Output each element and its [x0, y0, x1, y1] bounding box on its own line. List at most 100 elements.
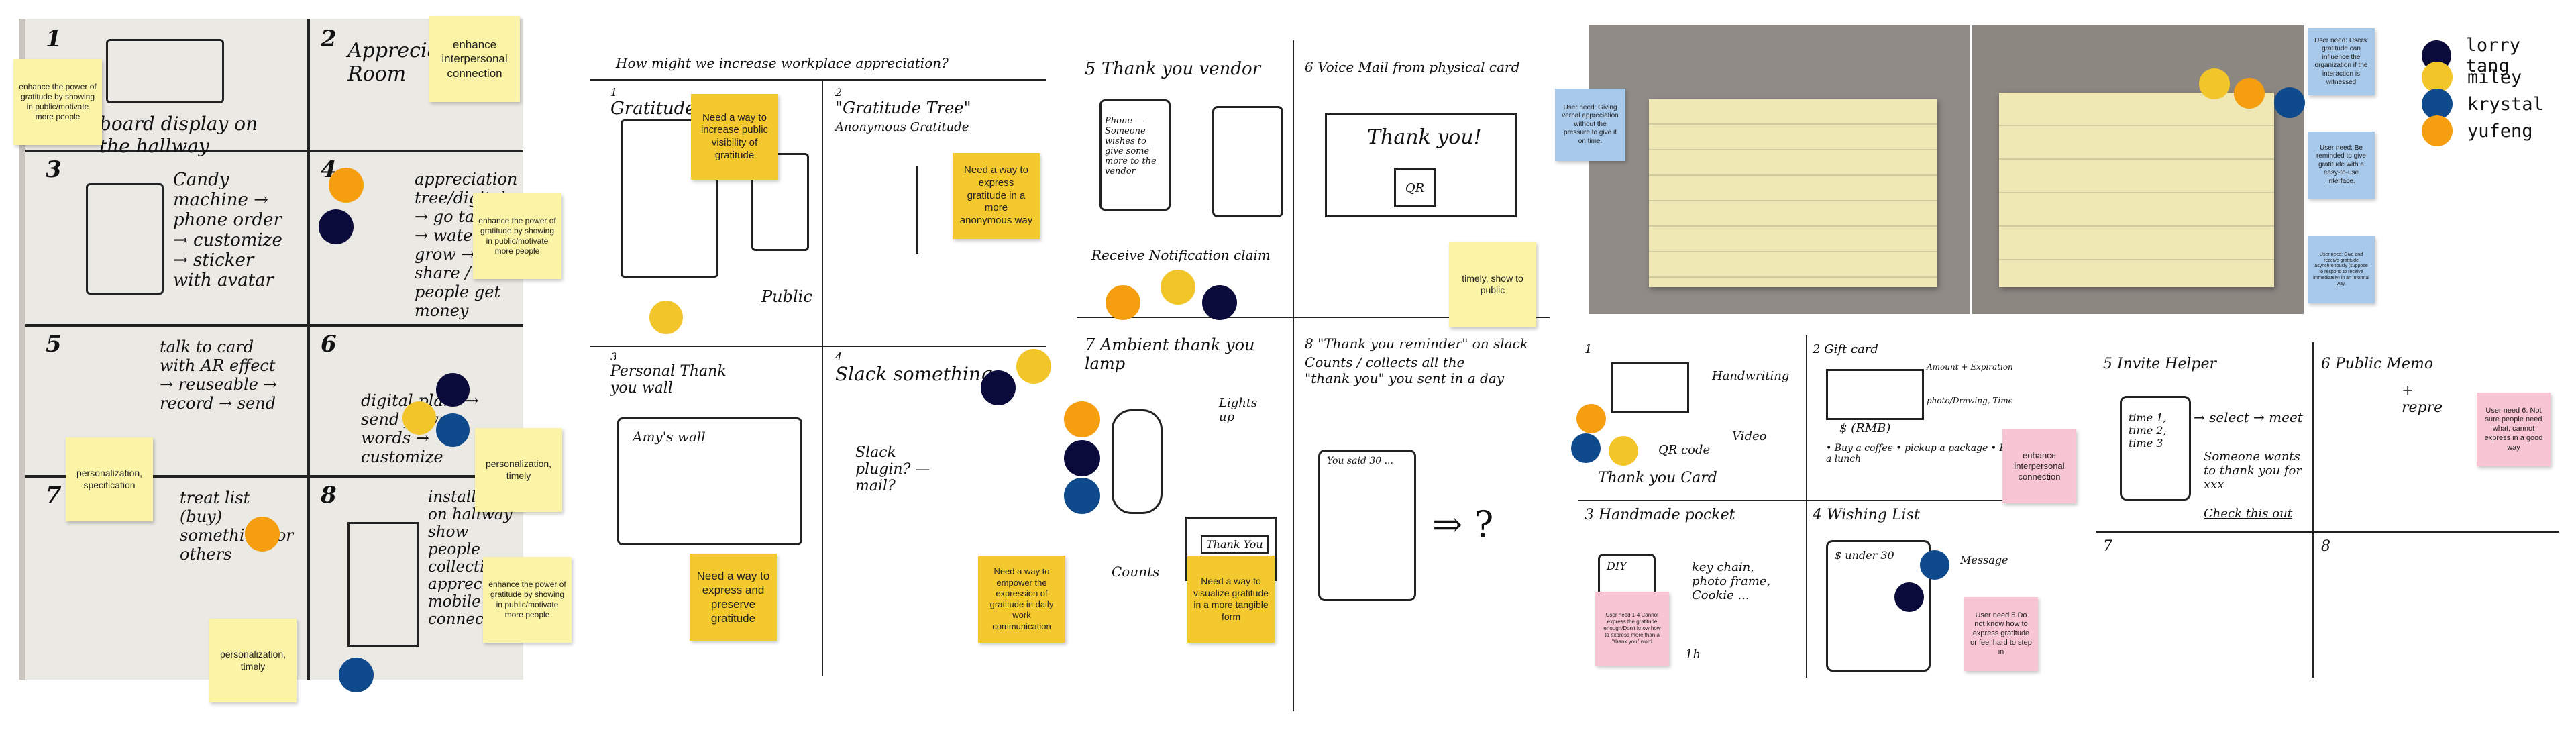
cell-4: 4 Slack something Slack plugin? — mail? [835, 350, 1036, 632]
sticky-note: timely, show to public [1449, 242, 1536, 327]
sketch-5-label: talk to card with AR effect → reuseable … [160, 337, 277, 413]
cell-4: 4 Wishing List $ under 30 Message [1813, 507, 2027, 674]
legend-item: miley [2422, 62, 2522, 93]
vote-dot-krystal [1571, 433, 1601, 463]
vote-dot-lorry-tang [1202, 285, 1237, 320]
grid-horizontal [1077, 317, 1550, 318]
time-label: 1h [1685, 647, 1701, 662]
whiteboard-surface: 1 board display on the hallway 2 Appreci… [25, 19, 527, 680]
grid-horizontal [25, 324, 523, 327]
cell-1: 1 Gratitude Public [610, 86, 812, 306]
grid-horizontal [2096, 531, 2559, 533]
amount-label: Amount + Expiration [1927, 362, 2013, 372]
cell-title: Gratitude [610, 99, 696, 119]
sticky-note: User need: Give and receive gratitude as… [2308, 236, 2375, 303]
sticky-note: User need 6: Not sure people need what, … [2477, 393, 2551, 466]
vote-dot-krystal [339, 658, 374, 692]
grid-horizontal [25, 150, 523, 152]
sticky-note: Need a way to increase public visibility… [691, 94, 778, 180]
panel6-sketch-sheet: 5 Invite Helper time 1, time 2, time 3 →… [2096, 342, 2559, 678]
cell-extra: Receive Notification claim [1091, 247, 1271, 263]
sketch-1: 1 board display on the hallway [46, 25, 294, 157]
price-label: $ (RMB) [1839, 421, 1891, 435]
grid-horizontal [25, 475, 523, 478]
vote-dot-lorry-tang [1894, 582, 1924, 612]
cell-1: 1 Handwriting QR code Video Thank you Ca… [1585, 342, 1790, 486]
qr-label: QR code [1658, 443, 1711, 457]
folded-paper [1999, 93, 2274, 287]
candy-machine-sketch [86, 183, 164, 295]
phone-sketch [1099, 99, 1171, 211]
vote-dot-yufeng [1576, 404, 1606, 433]
message-label: Someone wants to thank you for xxx [2204, 450, 2302, 492]
slack-plugin-label: Slack plugin? — mail? [855, 444, 930, 494]
vending-sketch [1212, 106, 1283, 217]
sticky-note: personalization, specification [66, 437, 153, 521]
sticky-note: enhance the power of gratitude by showin… [13, 59, 102, 145]
sticky-note: Need a way to express and preserve grati… [690, 554, 777, 641]
panel4-photo-right [1972, 25, 2304, 314]
grid-horizontal [1578, 500, 2027, 501]
cell-3: 3 Personal Thank you wall Amy's wall [610, 350, 812, 632]
vote-dot-krystal [1064, 478, 1100, 514]
vote-dot-lorry-tang [981, 370, 1016, 405]
phone-sketch: $ under 30 [1826, 540, 1931, 672]
sketch-6: 6 digital plant → send flower words → cu… [321, 331, 515, 466]
sticky-note: enhance interpersonal connection [2002, 429, 2076, 503]
vote-dot-yufeng [1106, 285, 1140, 320]
sticky-note: User need: Giving verbal appreciation wi… [1555, 89, 1625, 161]
card-sketch [1611, 362, 1689, 413]
sticky-note: User need 5 Do not know how to express g… [1964, 597, 2038, 671]
check-link: Check this out [2204, 507, 2292, 521]
cell-5: 5 Thank you vendor Phone — Someone wishe… [1085, 59, 1286, 314]
installation-sketch [347, 522, 419, 647]
wall-sketch: Amy's wall [617, 417, 802, 545]
cell-title: "Gratitude Tree" [835, 99, 971, 117]
photo-label: photo/Drawing, Time [1927, 396, 2013, 405]
cell-2: 2 Gift card Amount + Expiration photo/Dr… [1813, 342, 2027, 496]
qr-label: QR [1405, 180, 1425, 195]
vote-dot-yufeng [1064, 401, 1100, 437]
items-label: key chain, photo frame, Cookie ... [1692, 560, 1771, 603]
sticky-note: enhance the power of gratitude by showin… [483, 557, 572, 643]
sticky-note: personalization, timely [475, 428, 562, 512]
phone-sketch [621, 119, 718, 278]
legend-item: krystal [2422, 89, 2544, 119]
cell-title: Thank you Card [1598, 470, 1717, 486]
cell-8: 8 [2321, 538, 2330, 555]
cell-7: 7 [2103, 538, 2112, 555]
cell-6: 6 Public Memo + repre [2321, 356, 2443, 416]
sketch-3: 3 Candy machine → phone order → customiz… [46, 156, 294, 295]
grid-vertical [1293, 40, 1294, 711]
diy-label: DIY [1607, 560, 1627, 572]
panel2-sketch-sheet: How might we increase workplace apprecia… [590, 40, 1046, 711]
vote-dot-miley [402, 401, 436, 435]
cell-title: Personal Thank you wall [610, 363, 727, 397]
legend-swatch [2422, 115, 2453, 146]
lamp-sketch [1112, 409, 1163, 514]
vote-dot-miley [1161, 270, 1195, 305]
folded-paper [1649, 99, 1937, 287]
card-text: Thank you! [1367, 125, 1482, 149]
time-options: time 1, time 2, time 3 [2129, 411, 2167, 450]
cell-8: 8 "Thank you reminder" on slack Counts /… [1305, 335, 1543, 684]
video-label: Video [1732, 429, 1767, 443]
lights-up-label: Lights up [1219, 396, 1258, 424]
vote-dot-yufeng [245, 517, 280, 552]
sticky-note: personalization, timely [209, 619, 297, 702]
gift-card-sketch [1826, 369, 1924, 420]
hmw-question: How might we increase workplace apprecia… [616, 55, 949, 71]
panel3-sketch-sheet: 5 Thank you vendor Phone — Someone wishe… [1077, 40, 1550, 711]
vote-dot-miley [649, 301, 683, 334]
arrow-icon: ⇒ ? [1432, 503, 1494, 545]
vote-dot-krystal [436, 413, 470, 447]
vote-dot-krystal [2274, 87, 2305, 118]
counts-label: Counts [1112, 564, 1160, 580]
sticky-note: enhance interpersonal connection [429, 16, 520, 102]
sticky-note: User need: Users' gratitude can influenc… [2308, 28, 2375, 95]
grid-vertical [2312, 342, 2314, 678]
cell-5: 5 Invite Helper time 1, time 2, time 3 →… [2103, 356, 2304, 523]
cell-extra: + repre [2402, 382, 2443, 416]
vote-dot-miley [2199, 68, 2230, 99]
cell-title: Slack something [835, 363, 993, 385]
